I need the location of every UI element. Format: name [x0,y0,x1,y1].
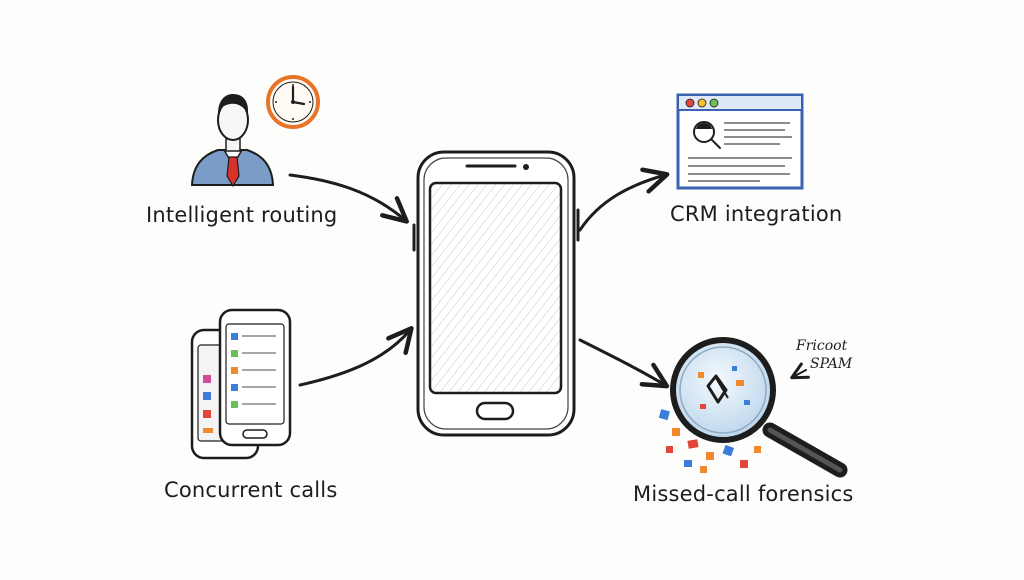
spam-annotation-arrow [790,362,810,380]
annotation-fricoot: Fricoot [796,338,848,354]
concurrent-phones-icon [190,308,292,460]
person-icon [190,94,275,188]
central-phone-icon [412,150,580,437]
scattered-spam-icons [658,409,761,473]
label-crm-integration: CRM integration [670,202,843,226]
arrow-routing-to-phone [288,173,409,224]
crm-window-icon [676,93,804,190]
annotation-spam: SPAM [810,356,853,372]
arrow-phone-to-crm [578,167,670,232]
label-intelligent-routing: Intelligent routing [146,203,338,227]
magnifying-glass-icon [670,337,848,478]
label-concurrent-calls: Concurrent calls [164,478,338,502]
arrow-phone-to-forensics [578,338,670,389]
contact-avatar-icon [693,121,721,149]
arrow-concurrent-to-phone [298,326,414,387]
clock-icon [266,75,320,129]
label-missed-call-forensics: Missed-call forensics [633,482,854,506]
